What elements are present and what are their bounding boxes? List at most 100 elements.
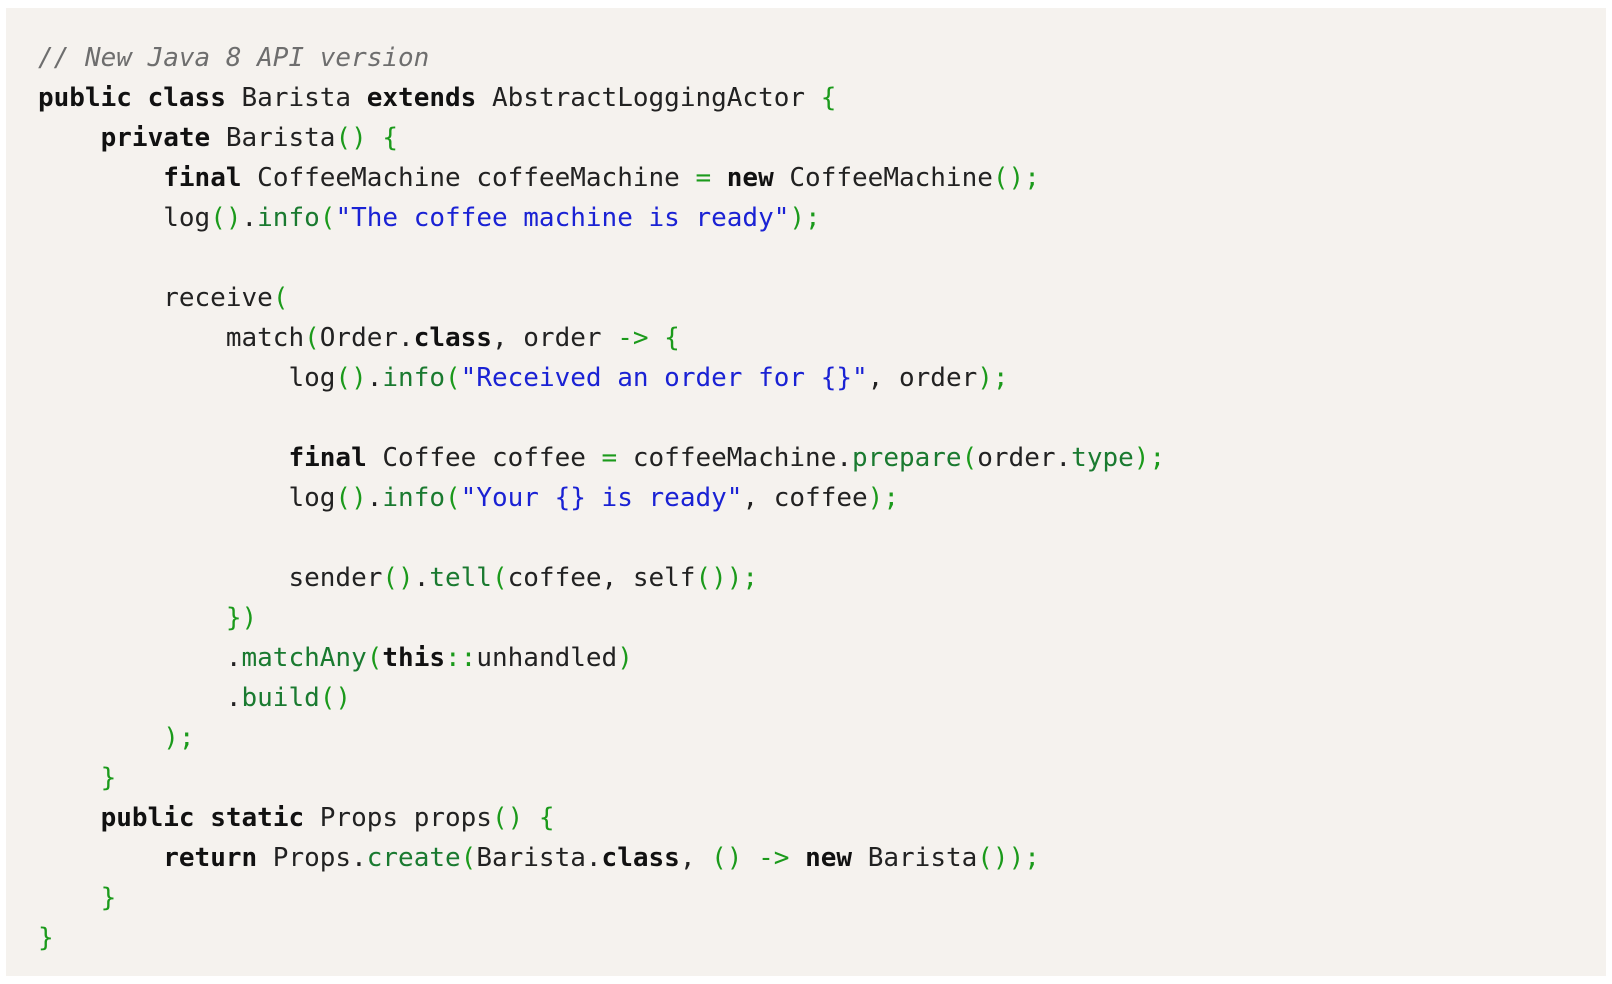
identifier-token: match	[38, 323, 305, 353]
identifier-token	[38, 123, 101, 153]
keyword-token: private	[100, 123, 211, 153]
keyword-token: class	[147, 83, 226, 113]
punctuation-token: (	[272, 283, 289, 313]
identifier-token: coffee, self	[507, 563, 696, 593]
identifier-token: unhandled	[476, 643, 618, 673]
identifier-token	[38, 443, 288, 473]
string-literal-token: "Received an order for {}"	[460, 363, 868, 393]
code-line: match(Order.class, order -> {	[38, 318, 1606, 358]
identifier-token	[195, 803, 211, 833]
keyword-token: final	[163, 163, 242, 193]
identifier-token: .	[366, 483, 383, 513]
identifier-token	[132, 83, 148, 113]
code-line	[38, 518, 1606, 558]
identifier-token	[38, 763, 101, 793]
punctuation-token: (	[961, 443, 978, 473]
identifier-token: log	[38, 483, 336, 513]
code-line: private Barista() {	[38, 118, 1606, 158]
punctuation-token: ()	[335, 483, 367, 513]
punctuation-token: (	[445, 363, 461, 393]
string-literal-token: "The coffee machine is ready"	[335, 203, 790, 233]
string-literal-token: "Your {} is ready"	[460, 483, 743, 513]
punctuation-token: );	[789, 203, 821, 233]
punctuation-token: ()	[335, 363, 367, 393]
punctuation-token: ());	[977, 843, 1040, 873]
code-line: public static Props props() {	[38, 798, 1606, 838]
identifier-token: Barista	[210, 123, 336, 153]
keyword-token: class	[601, 843, 680, 873]
code-line	[38, 398, 1606, 438]
code-block: // New Java 8 API version public class Ba…	[6, 8, 1606, 976]
punctuation-token: ::	[445, 643, 477, 673]
punctuation-token: }	[100, 763, 117, 793]
identifier-token: Barista	[852, 843, 978, 873]
punctuation-token: (	[445, 483, 461, 513]
method-token: info	[257, 203, 320, 233]
code-line: }	[38, 878, 1606, 918]
identifier-token	[38, 883, 101, 913]
keyword-token: this	[382, 643, 446, 673]
punctuation-token: );	[867, 483, 899, 513]
identifier-token: log	[38, 203, 211, 233]
comment-token: // New Java 8 API version	[38, 43, 430, 73]
identifier-token: sender	[38, 563, 383, 593]
code-line: final Coffee coffee = coffeeMachine.prep…	[38, 438, 1606, 478]
keyword-token: class	[413, 323, 492, 353]
punctuation-token: );	[977, 363, 1009, 393]
keyword-token: static	[210, 803, 305, 833]
code-line	[38, 238, 1606, 278]
code-line: return Props.create(Barista.class, () ->…	[38, 838, 1606, 878]
identifier-token: .	[241, 203, 258, 233]
identifier-token: log	[38, 363, 336, 393]
punctuation-token: () ->	[711, 843, 790, 873]
identifier-token: .	[38, 643, 242, 673]
method-token: tell	[429, 563, 492, 593]
punctuation-token: })	[225, 603, 258, 633]
keyword-token: new	[726, 163, 774, 193]
code-line: log().info("The coffee machine is ready"…	[38, 198, 1606, 238]
punctuation-token: );	[163, 723, 195, 753]
identifier-token: CoffeeMachine coffeeMachine	[241, 163, 696, 193]
punctuation-token: (	[491, 563, 508, 593]
method-token: info	[382, 363, 446, 393]
keyword-token: new	[805, 843, 853, 873]
identifier-token: Props.	[257, 843, 367, 873]
punctuation-token: );	[1133, 443, 1166, 473]
punctuation-token: (	[319, 203, 336, 233]
punctuation-token: ();	[992, 163, 1040, 193]
punctuation-token: {	[820, 83, 837, 113]
keyword-token: public	[100, 803, 195, 833]
method-token: info	[382, 483, 446, 513]
code-line: }	[38, 918, 1606, 958]
code-line: // New Java 8 API version	[38, 38, 1606, 78]
code-line: );	[38, 718, 1606, 758]
punctuation-token: }	[100, 883, 117, 913]
punctuation-token: ()	[382, 563, 414, 593]
identifier-token: Barista	[225, 83, 367, 113]
keyword-token: public	[38, 83, 132, 113]
identifier-token: coffeeMachine.	[617, 443, 853, 473]
identifier-token: ,	[679, 843, 712, 873]
punctuation-token: (	[366, 643, 383, 673]
identifier-token	[711, 163, 727, 193]
code-line: log().info("Your {} is ready", coffee);	[38, 478, 1606, 518]
identifier-token	[38, 843, 163, 873]
identifier-token: CoffeeMachine	[773, 163, 993, 193]
code-line: public class Barista extends AbstractLog…	[38, 78, 1606, 118]
punctuation-token: (	[460, 843, 477, 873]
identifier-token: .	[413, 563, 430, 593]
punctuation-token: }	[38, 923, 54, 953]
code-line: }	[38, 758, 1606, 798]
identifier-token: , order	[491, 323, 618, 353]
punctuation-token: =	[695, 163, 712, 193]
method-token: type	[1071, 443, 1134, 473]
code-line: .build()	[38, 678, 1606, 718]
identifier-token	[38, 803, 101, 833]
code-line: log().info("Received an order for {}", o…	[38, 358, 1606, 398]
punctuation-token: ());	[695, 563, 759, 593]
identifier-token: order.	[977, 443, 1072, 473]
identifier-token: .	[38, 683, 242, 713]
code-line: receive(	[38, 278, 1606, 318]
identifier-token: Order.	[319, 323, 414, 353]
method-token: create	[366, 843, 461, 873]
